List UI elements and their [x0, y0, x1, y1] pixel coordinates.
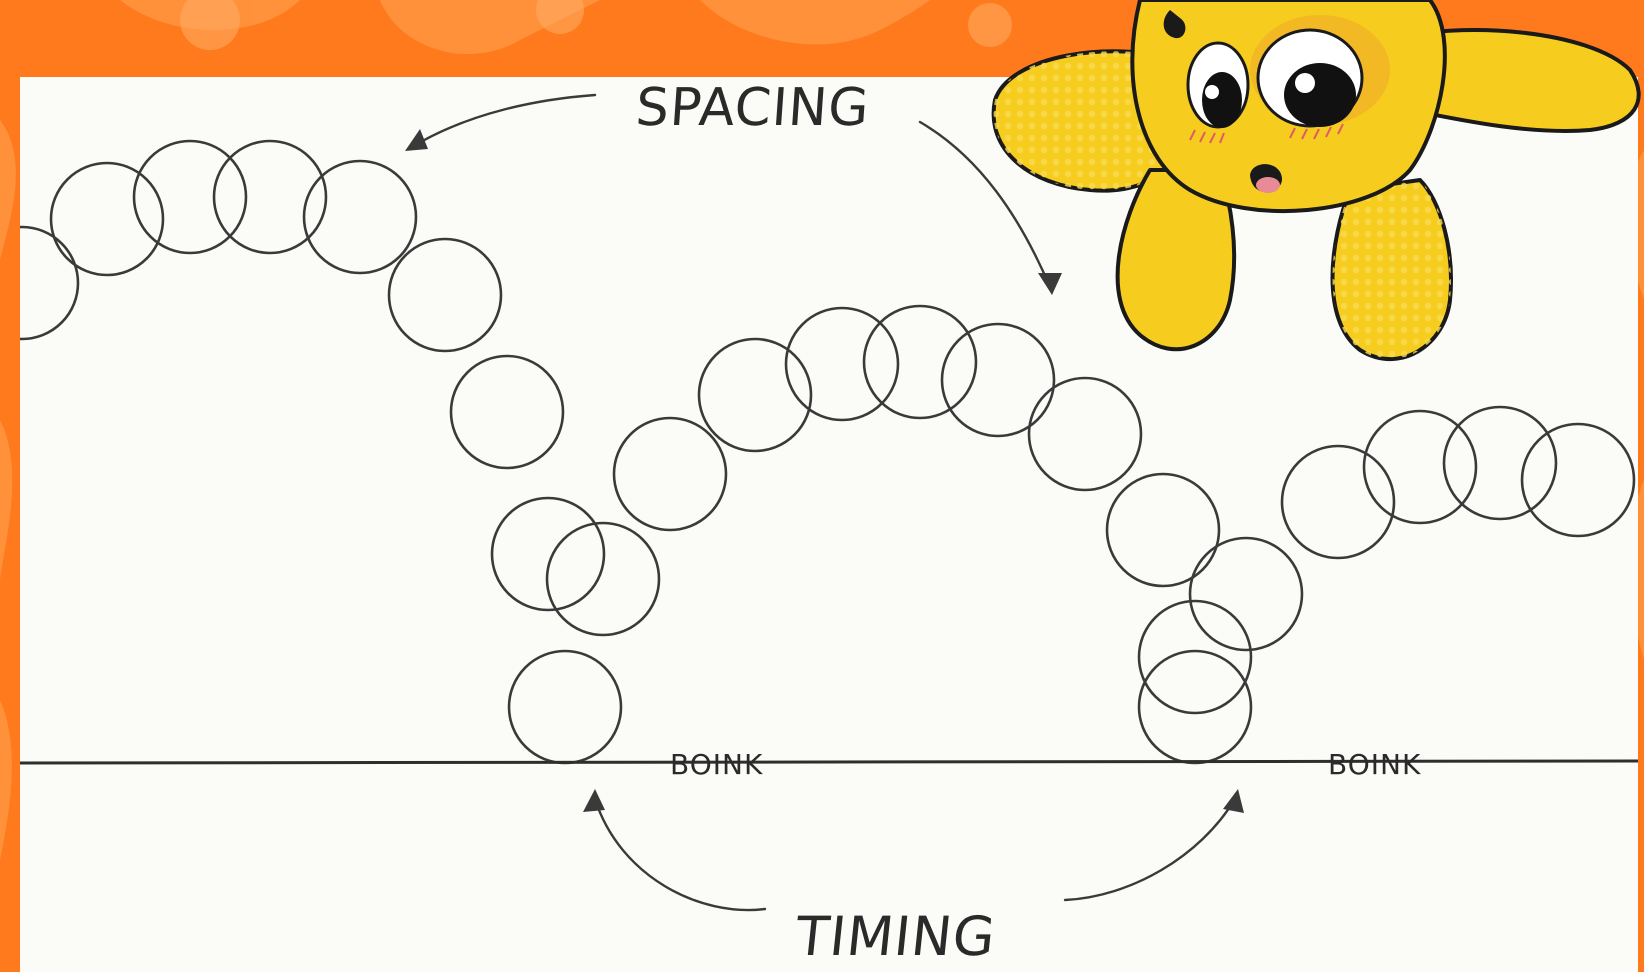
boink-label-2: BOINK	[1328, 748, 1422, 781]
ball-frame-6	[387, 237, 503, 353]
ball-frame-2	[49, 161, 165, 277]
ball-frame-21	[1280, 444, 1396, 560]
ball-frame-19	[1137, 599, 1253, 715]
ball-frame-10	[507, 649, 623, 765]
ground-line	[20, 759, 1638, 765]
ball-frame-5	[302, 159, 418, 275]
ball-frame-14	[862, 304, 978, 420]
spacing-label: SPACING	[633, 78, 872, 138]
ball-frame-22	[1362, 409, 1478, 525]
arrowhead-timing-right	[1223, 789, 1244, 813]
timing-arrow-left	[593, 797, 767, 912]
boink-label-1: BOINK	[670, 748, 764, 781]
spacing-arrow-right	[918, 120, 1052, 289]
ball-frame-8	[490, 496, 606, 612]
timing-label: TIMING	[792, 905, 999, 968]
mascot-character-icon	[991, 0, 1641, 362]
ball-frame-17	[1105, 472, 1221, 588]
ball-frame-15	[940, 322, 1056, 438]
ball-frame-18	[1188, 536, 1304, 652]
ball-frame-12	[697, 337, 813, 453]
ball-frame-3	[132, 139, 248, 255]
ball-frame-7	[449, 354, 565, 470]
ball-frame-11	[612, 416, 728, 532]
mascot-left-leg	[1115, 168, 1237, 352]
bouncing-ball-diagram	[20, 93, 1638, 912]
ball-frame-13	[784, 306, 900, 422]
ball-frame-16	[1027, 376, 1143, 492]
mascot-right-arm	[1388, 28, 1641, 133]
ball-frame-24	[1520, 422, 1636, 538]
ball-frame-23	[1442, 405, 1558, 521]
arrowhead-spacing-left	[405, 129, 428, 151]
ball-frame-9	[545, 521, 661, 637]
timing-arrow-right	[1063, 797, 1237, 902]
ball-frame-1	[20, 225, 80, 341]
arrowhead-timing-left	[583, 789, 605, 812]
arrowhead-spacing-right	[1038, 273, 1062, 295]
ball-frame-20	[1137, 649, 1253, 765]
spacing-arrow-left	[410, 93, 597, 149]
ball-frame-4	[212, 139, 328, 255]
